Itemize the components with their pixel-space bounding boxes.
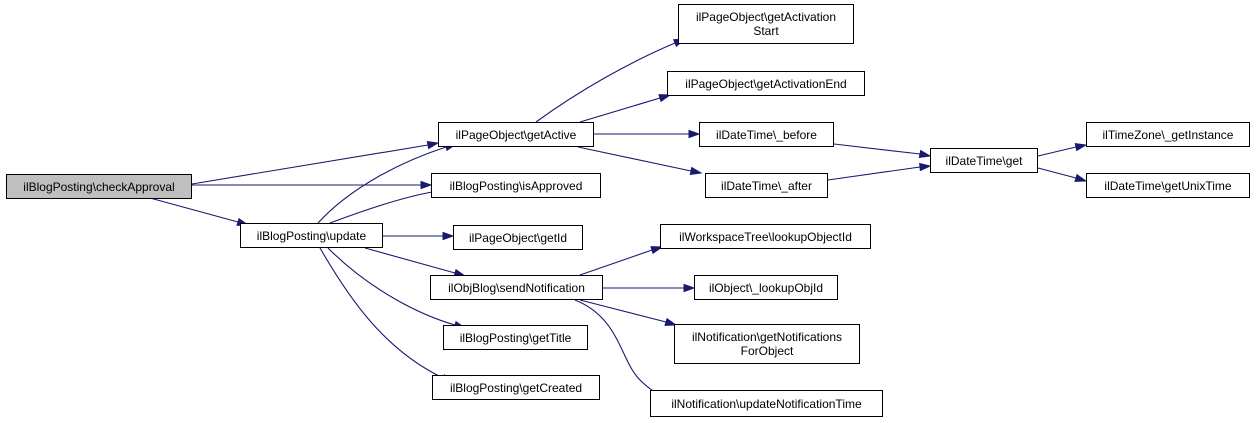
edge-update-to-gettitle: [327, 247, 456, 326]
arrowhead-datetime-before-to-datetime-get: [918, 149, 932, 159]
node-datetime-get[interactable]: ilDateTime\get: [930, 148, 1038, 173]
edge-getactive-to-getactivationend: [579, 97, 661, 123]
arrowhead-datetime-get-to-unixtime: [1074, 173, 1088, 182]
arrowhead-getactive-to-getactivationend: [658, 94, 672, 103]
arrowhead-datetime-after-to-datetime-get: [919, 162, 932, 172]
edge-datetime-get-to-timezone: [1037, 146, 1077, 157]
edge-datetime-before-to-datetime-get: [833, 143, 921, 155]
edge-update-to-getcreated: [319, 247, 444, 379]
edge-datetime-get-to-unixtime: [1037, 167, 1077, 179]
edge-getactive-to-datetime-after: [577, 146, 692, 172]
node-getactive[interactable]: ilPageObject\getActive: [438, 122, 594, 147]
arrowhead-checkapproval-to-isapproved: [420, 180, 433, 190]
node-isapproved[interactable]: ilBlogPosting\isApproved: [431, 173, 601, 198]
arrowhead-sendnotification-to-lookupobjid: [683, 283, 696, 293]
edge-checkapproval-to-getactive: [191, 144, 429, 185]
node-getid[interactable]: ilPageObject\getId: [453, 225, 583, 250]
arrowhead-sendnotification-to-getnotifications: [664, 317, 678, 326]
arrowhead-datetime-get-to-timezone: [1074, 142, 1088, 152]
edge-datetime-after-to-datetime-get: [827, 166, 921, 181]
edge-update-to-isapproved: [329, 191, 433, 224]
node-getactivationstart[interactable]: ilPageObject\getActivation Start: [678, 4, 854, 44]
node-checkapproval: ilBlogPosting\checkApproval: [6, 174, 192, 199]
node-lookupobjectid[interactable]: ilWorkspaceTree\lookupObjectId: [660, 224, 871, 249]
edge-getactive-to-getactivationstart: [535, 42, 676, 123]
node-datetime-after[interactable]: ilDateTime\_after: [705, 173, 828, 198]
node-gettitle[interactable]: ilBlogPosting\getTitle: [443, 325, 588, 350]
arrowhead-update-to-getid: [442, 231, 455, 241]
node-getactivationend[interactable]: ilPageObject\getActivationEnd: [667, 71, 865, 96]
arrowhead-getactive-to-datetime-after: [689, 166, 703, 176]
edges-layer: [149, 38, 1088, 400]
edge-update-to-getactive: [317, 146, 447, 224]
node-getnotificationsforobject[interactable]: ilNotification\getNotifications ForObjec…: [674, 324, 860, 364]
node-updatenotificationtime[interactable]: ilNotification\updateNotificationTime: [650, 390, 883, 417]
node-datetime-before[interactable]: ilDateTime\_before: [699, 122, 834, 147]
arrowhead-getactive-to-datetime-before: [688, 129, 701, 139]
arrowhead-checkapproval-to-getactive: [426, 140, 440, 150]
node-timezone-getinstance[interactable]: ilTimeZone\_getInstance: [1086, 122, 1250, 147]
edge-sendnotification-to-lookupobjectid: [579, 249, 653, 276]
edge-checkapproval-to-update: [149, 197, 239, 223]
arrowhead-sendnotification-to-lookupobjectid: [650, 246, 664, 255]
edge-sendnotification-to-getnotifications: [579, 299, 667, 323]
node-getcreated[interactable]: ilBlogPosting\getCreated: [432, 375, 600, 400]
node-update[interactable]: ilBlogPosting\update: [240, 223, 383, 248]
node-sendnotification[interactable]: ilObjBlog\sendNotification: [430, 275, 603, 300]
node-datetime-getunixtime[interactable]: ilDateTime\getUnixTime: [1086, 173, 1250, 198]
edge-update-to-sendnotification: [364, 247, 456, 274]
node-lookupobjid[interactable]: ilObject\_lookupObjId: [694, 275, 838, 300]
